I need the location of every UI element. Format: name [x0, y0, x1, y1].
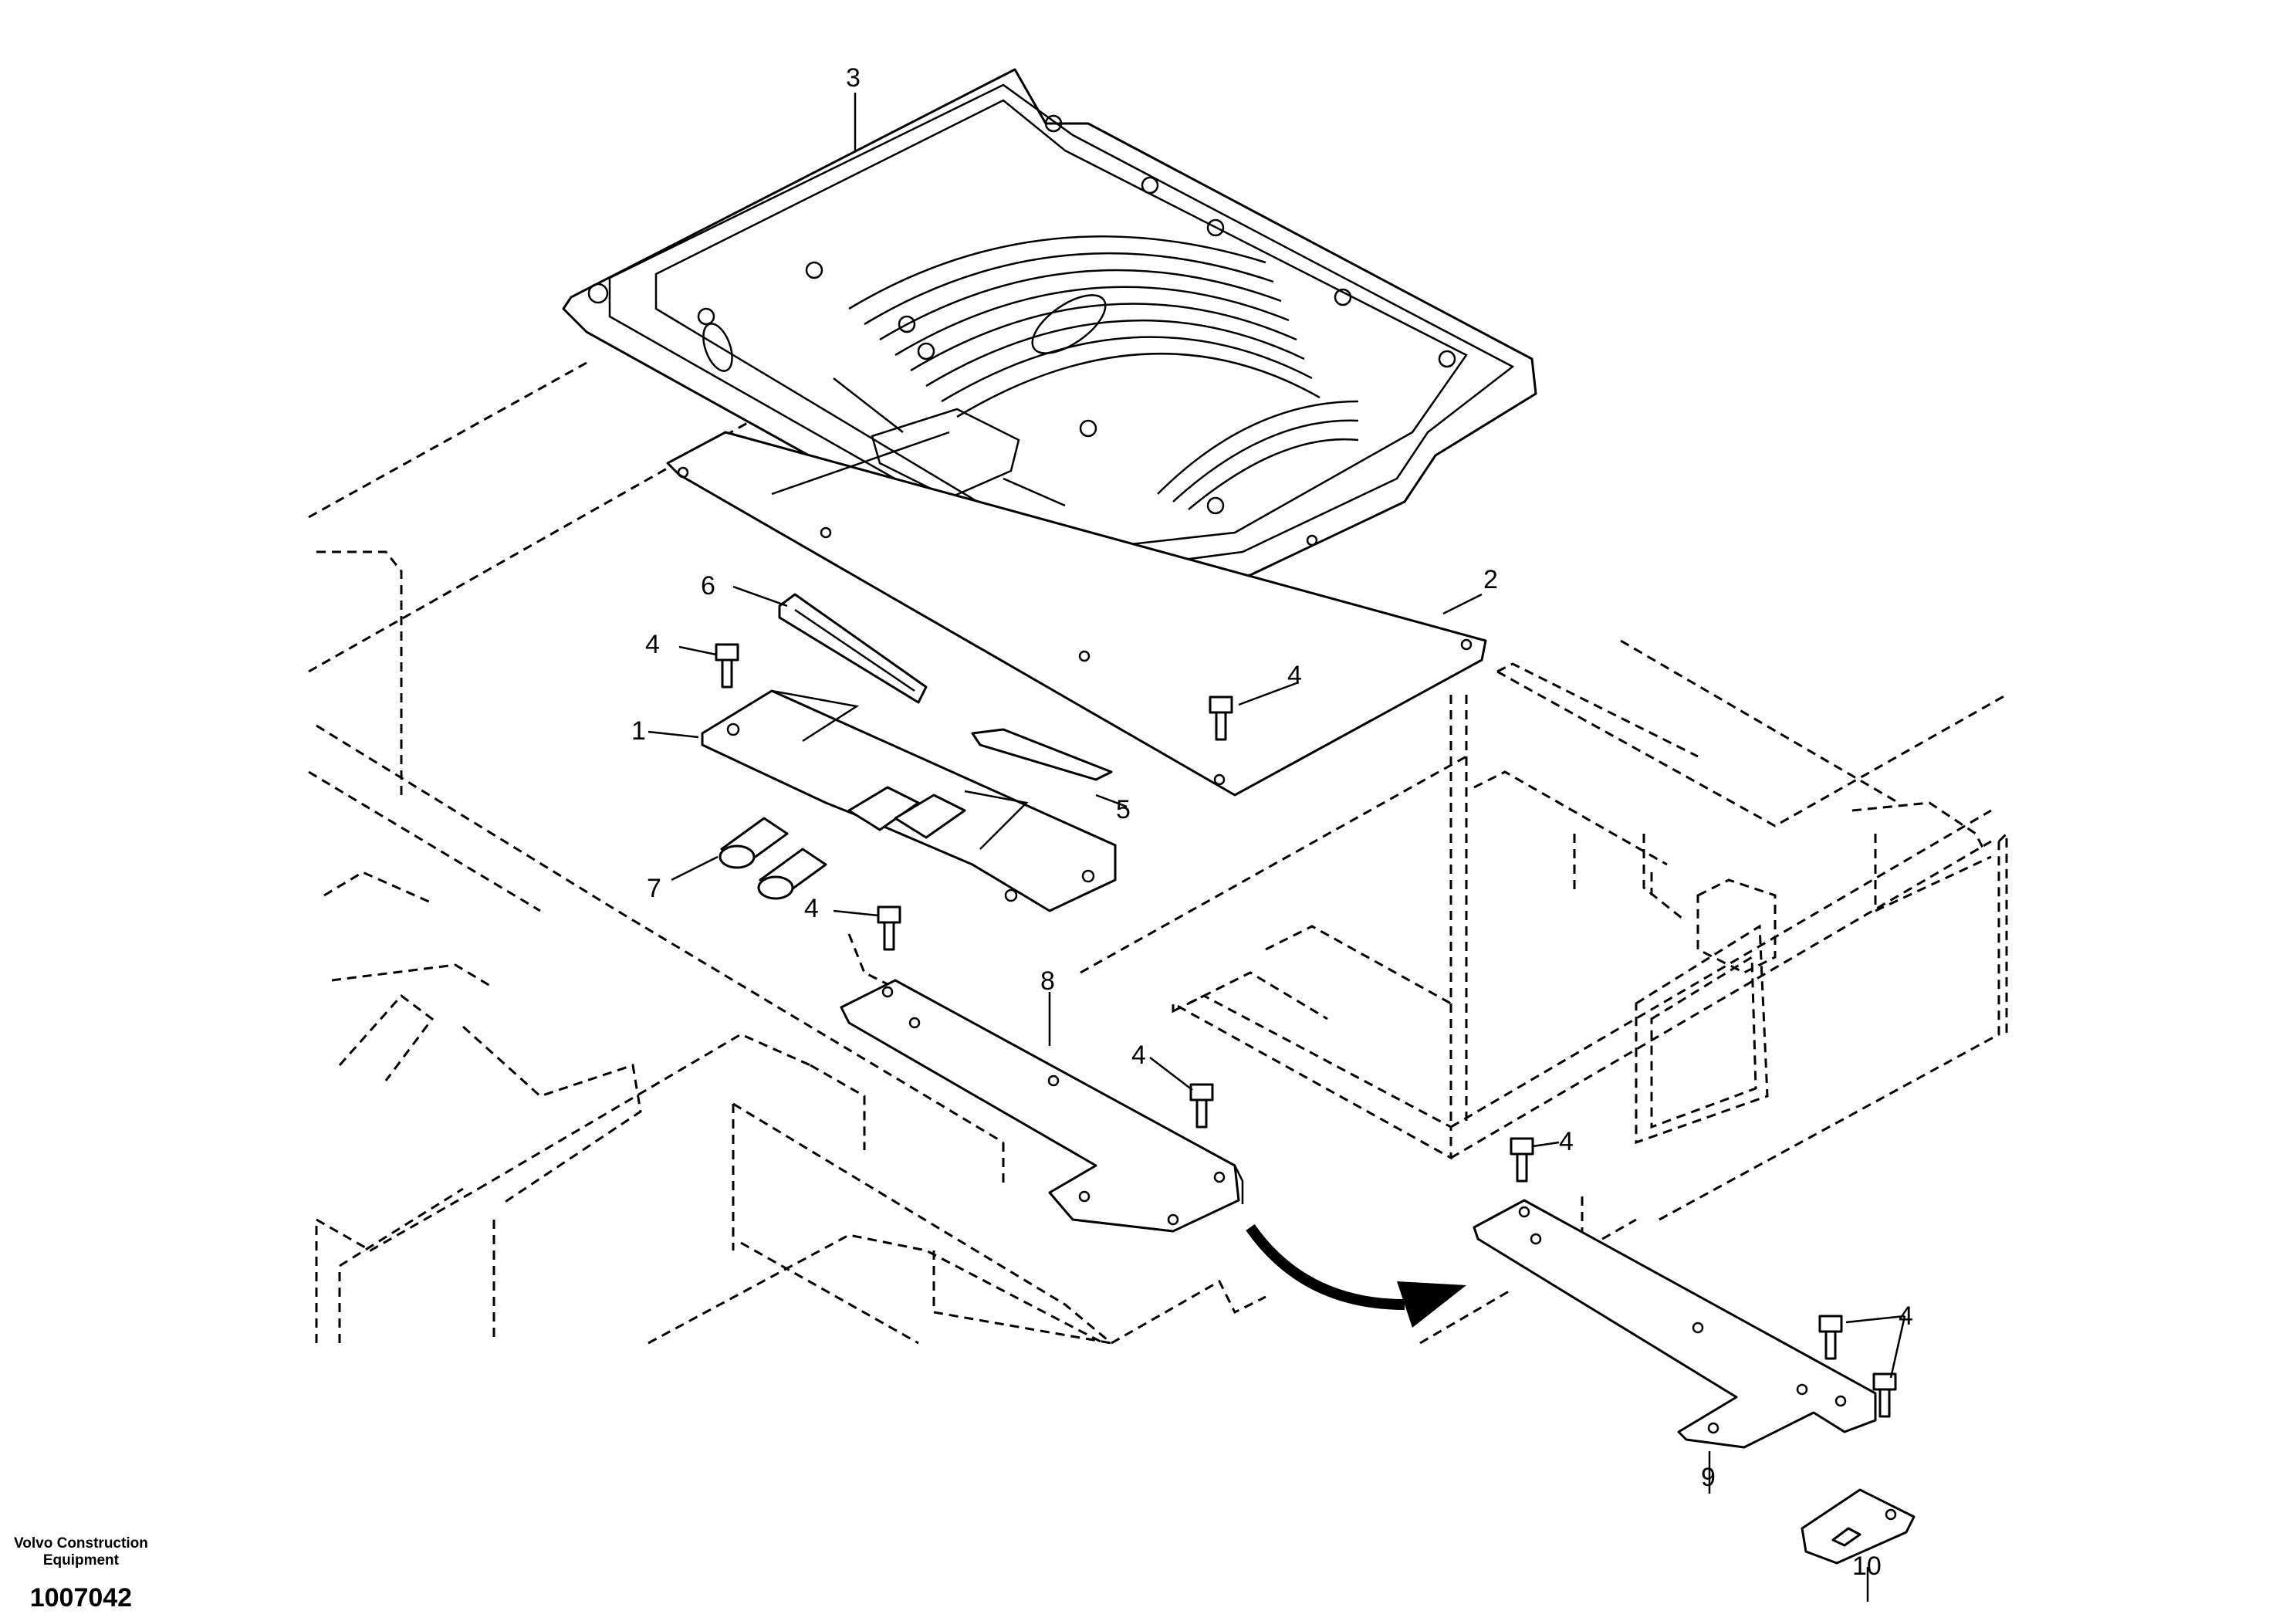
part-10-plate [1801, 1488, 1916, 1565]
bolt-4g [1872, 1372, 1897, 1418]
callout-8: 8 [1040, 966, 1055, 996]
callout-labels: 3 2 4 6 4 1 5 7 4 8 4 4 4 9 10 [631, 63, 1913, 1581]
bolt-4d [1189, 1083, 1214, 1129]
callout-6: 6 [701, 571, 715, 601]
callout-7: 7 [647, 874, 661, 903]
part-9-bracket [1473, 1199, 1877, 1449]
callout-10: 10 [1852, 1552, 1882, 1581]
bolt-4e [1510, 1137, 1534, 1183]
brand-line-1: Volvo Construction [14, 1535, 148, 1552]
callout-4-hinge: 4 [645, 630, 660, 659]
document-number: 1007042 [29, 1583, 133, 1613]
part-3-floor-mat [562, 68, 1537, 600]
footer-block: Volvo Construction Equipment 1007042 [14, 1535, 148, 1613]
machine-frame [308, 361, 2008, 1345]
callout-4-plate: 4 [1287, 661, 1302, 690]
callout-1: 1 [631, 716, 646, 746]
callout-3: 3 [846, 63, 861, 93]
part-6-clip [778, 593, 928, 704]
part-7-stoppers [719, 817, 827, 900]
part-5-clip [971, 728, 1113, 781]
mat-ribs [848, 235, 1359, 510]
brand-line-2: Equipment [42, 1552, 119, 1569]
callout-4-bracket-right: 4 [1131, 1041, 1146, 1070]
callout-4-detail: 4 [1559, 1127, 1574, 1156]
bolt-4a [715, 643, 739, 689]
callout-9: 9 [1701, 1463, 1716, 1492]
leader-lines [648, 93, 1906, 1602]
direction-arrow [1246, 1223, 1466, 1328]
callout-4-bracket-left: 4 [804, 894, 819, 923]
callout-2: 2 [1483, 565, 1498, 594]
bolt-4b [1209, 695, 1233, 741]
part-1-hinge-plate [701, 689, 1117, 912]
callout-4-detail-pair: 4 [1899, 1301, 1913, 1331]
callout-5: 5 [1116, 795, 1131, 824]
part-2-base-plate [666, 431, 1487, 797]
part-8-bracket [840, 979, 1244, 1233]
bolt-4f [1818, 1315, 1843, 1360]
bolt-4c [877, 905, 901, 951]
